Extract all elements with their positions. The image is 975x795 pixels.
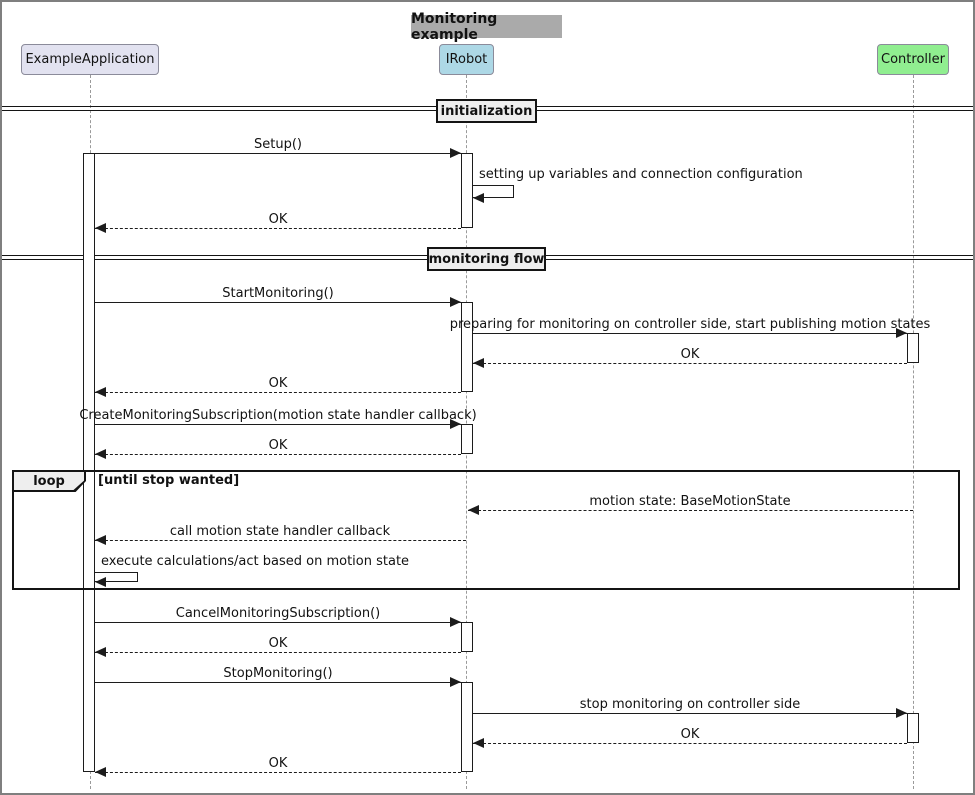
message-label-create-sub-ok: OK [268, 438, 288, 453]
message-line-start [95, 302, 461, 303]
message-line-setup [95, 153, 461, 154]
message-line-cancel-sub-ok [95, 652, 461, 653]
arrowhead-right-icon [896, 708, 907, 718]
message-label-prepare: preparing for monitoring on controller s… [449, 317, 931, 332]
message-label-cancel-sub-ok: OK [268, 636, 288, 651]
arrowhead-left-icon [95, 767, 106, 777]
activation-example-application [83, 153, 95, 772]
message-line-create-sub [95, 424, 461, 425]
activation-irobot-stop [461, 682, 473, 772]
activation-controller-prepare [907, 333, 919, 363]
arrowhead-right-icon [450, 419, 461, 429]
self-call-example-application [95, 572, 138, 582]
arrowhead-left-icon [473, 358, 484, 368]
arrowhead-left-icon [473, 738, 484, 748]
message-line-prepare-ok [473, 363, 907, 364]
arrowhead-right-icon [450, 617, 461, 627]
message-label-call-handler: call motion state handler callback [169, 524, 391, 539]
participant-example-application: ExampleApplication [21, 44, 159, 75]
arrowhead-right-icon [450, 148, 461, 158]
diagram-title: Monitoring example [411, 11, 562, 43]
self-call-irobot [473, 185, 514, 198]
message-label-setup-note: setting up variables and connection conf… [479, 167, 803, 182]
message-label-create-sub: CreateMonitoringSubscription(motion stat… [79, 408, 477, 423]
message-label-start: StartMonitoring() [222, 286, 334, 301]
message-line-setup-ok [95, 228, 461, 229]
message-line-start-ok [95, 392, 461, 393]
loop-keyword-tag: loop [12, 470, 86, 492]
message-label-stop-ok: OK [268, 756, 288, 771]
message-line-prepare [473, 333, 907, 334]
section-monitoring-flow: monitoring flow [427, 247, 546, 271]
arrowhead-left-icon [95, 387, 106, 397]
message-label-prepare-ok: OK [680, 347, 700, 362]
activation-irobot-setup [461, 153, 473, 228]
arrowhead-right-icon [450, 297, 461, 307]
arrowhead-left-icon [95, 577, 106, 587]
message-label-setup: Setup() [254, 137, 302, 152]
arrowhead-left-icon [473, 193, 484, 203]
message-line-stop-ctrl-ok [473, 743, 907, 744]
activation-controller-stop [907, 713, 919, 743]
participant-label: ExampleApplication [25, 52, 155, 67]
message-label-start-ok: OK [268, 376, 288, 391]
message-label-stop-ctrl: stop monitoring on controller side [579, 697, 801, 712]
message-line-motion-state [468, 510, 913, 511]
loop-keyword-label: loop [14, 472, 84, 490]
participant-label: Controller [881, 52, 945, 67]
arrowhead-left-icon [95, 647, 106, 657]
message-label-setup-ok: OK [268, 212, 288, 227]
arrowhead-left-icon [95, 449, 106, 459]
message-label-stop: StopMonitoring() [223, 666, 333, 681]
message-line-stop-ok [95, 772, 461, 773]
arrowhead-right-icon [450, 677, 461, 687]
arrowhead-right-icon [896, 328, 907, 338]
activation-irobot-create-sub [461, 424, 473, 454]
loop-condition: [until stop wanted] [98, 473, 240, 488]
message-line-stop [95, 682, 461, 683]
message-line-cancel-sub [95, 622, 461, 623]
activation-irobot-cancel-sub [461, 622, 473, 652]
activation-irobot-start [461, 302, 473, 392]
section-initialization: initialization [436, 99, 537, 123]
message-line-call-handler [95, 540, 466, 541]
loop-frame [12, 470, 960, 590]
message-label-cancel-sub: CancelMonitoringSubscription() [175, 606, 381, 621]
arrowhead-left-icon [95, 223, 106, 233]
message-label-stop-ctrl-ok: OK [680, 727, 700, 742]
message-label-motion-state: motion state: BaseMotionState [589, 494, 791, 509]
lifeline-controller [913, 75, 914, 789]
message-line-stop-ctrl [473, 713, 907, 714]
message-label-execute: execute calculations/act based on motion… [101, 554, 410, 569]
message-line-create-sub-ok [95, 454, 461, 455]
arrowhead-left-icon [95, 535, 106, 545]
arrowhead-left-icon [468, 505, 479, 515]
participant-label: IRobot [445, 52, 488, 67]
participant-irobot: IRobot [439, 44, 494, 75]
participant-controller: Controller [877, 44, 949, 75]
